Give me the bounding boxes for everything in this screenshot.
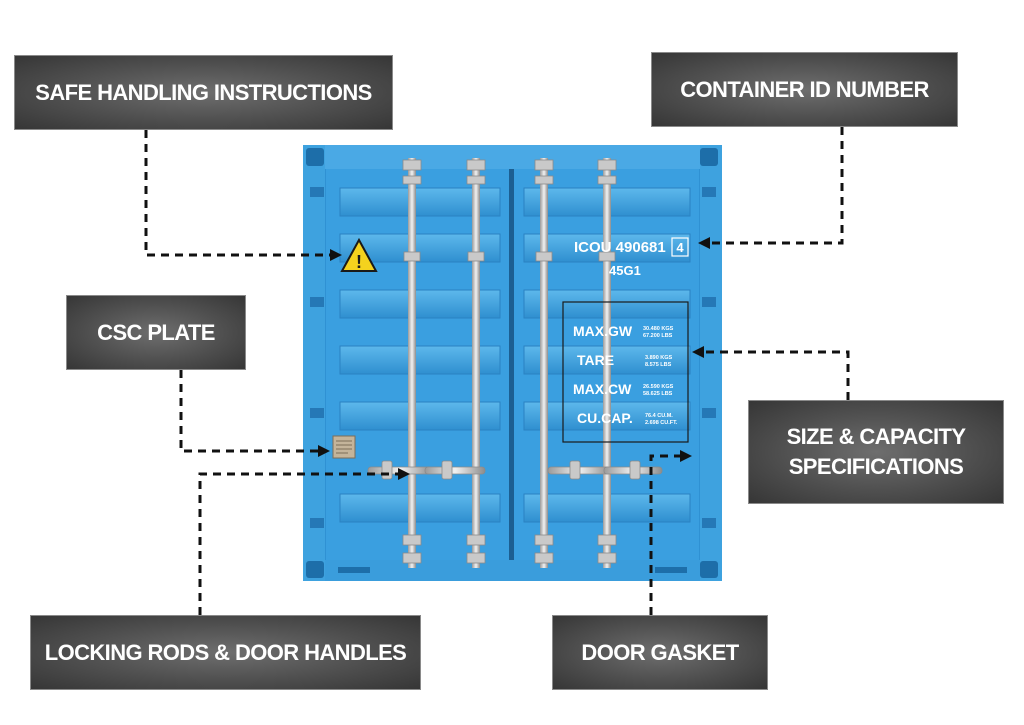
arrowhead-icon (318, 445, 330, 457)
label-container-id-number: CONTAINER ID NUMBER (651, 52, 958, 127)
spec-value: 2.698 CU.FT. (645, 420, 678, 426)
arrowhead-icon (698, 237, 710, 249)
label-text-line1: SIZE & CAPACITY (786, 424, 966, 450)
spec-value: 3.890 KGS (645, 355, 673, 361)
csc-plate-icon (332, 435, 356, 459)
arrowhead-icon (330, 249, 342, 261)
size-type-code: 45G1 (609, 263, 641, 278)
spec-name: CU.CAP. (577, 410, 633, 426)
spec-value: 8.575 LBS (645, 362, 672, 368)
connector-arrowheads (318, 237, 710, 480)
connector-door-gasket (649, 454, 680, 615)
label-text: CONTAINER ID NUMBER (680, 76, 929, 102)
label-text: SAFE HANDLING INSTRUCTIONS (35, 79, 372, 105)
spec-name: TARE (577, 352, 614, 368)
left-door (326, 169, 509, 560)
label-text: DOOR GASKET (581, 639, 739, 665)
connector-safe-handling (144, 130, 330, 257)
spec-value: 26.590 KGS (643, 384, 674, 390)
spec-value: 58.625 LBS (643, 391, 673, 397)
spec-value: 76.4 CU.M. (645, 413, 673, 419)
label-text: LOCKING RODS & DOOR HANDLES (44, 639, 407, 665)
label-text: CSC PLATE (97, 319, 215, 345)
arrowhead-icon (680, 450, 692, 462)
connector-csc-plate (179, 370, 318, 453)
label-csc-plate: CSC PLATE (66, 295, 246, 370)
door-handles (367, 460, 663, 480)
connector-container-id (710, 127, 844, 245)
label-text-line2: SPECIFICATIONS (788, 454, 964, 479)
arrowhead-icon (398, 468, 410, 480)
locking-rods (402, 158, 617, 568)
specs-highlight-box (562, 301, 689, 443)
connector-lines (144, 127, 850, 615)
spec-value: 67.200 LBS (643, 333, 673, 339)
spec-name: MAX.GW (573, 323, 633, 339)
spec-name: MAX.CW (573, 381, 632, 397)
label-safe-handling-instructions: SAFE HANDLING INSTRUCTIONS (14, 55, 393, 130)
door-seam (509, 169, 514, 560)
arrowhead-icon (692, 346, 704, 358)
check-digit: 4 (676, 240, 684, 255)
warning-symbol: ! (356, 252, 362, 272)
warning-triangle-icon: ! (340, 237, 378, 272)
label-door-gasket: DOOR GASKET (552, 615, 768, 690)
label-locking-rods-door-handles: LOCKING RODS & DOOR HANDLES (30, 615, 421, 690)
container-id-number: ICOU 490681 (574, 239, 666, 256)
connector-locking-rods (198, 472, 398, 615)
door-hinges (310, 187, 716, 528)
connector-size-capacity (704, 350, 850, 400)
container-id-marking: ICOU 490681 4 45G1 (574, 237, 689, 278)
check-digit-box (671, 237, 689, 257)
label-size-capacity-specifications: SIZE & CAPACITY SPECIFICATIONS (748, 400, 1004, 504)
capacity-specifications: MAX.GW 30.480 KGS 67.200 LBS TARE 3.890 … (562, 301, 689, 443)
spec-value: 30.480 KGS (643, 326, 674, 332)
